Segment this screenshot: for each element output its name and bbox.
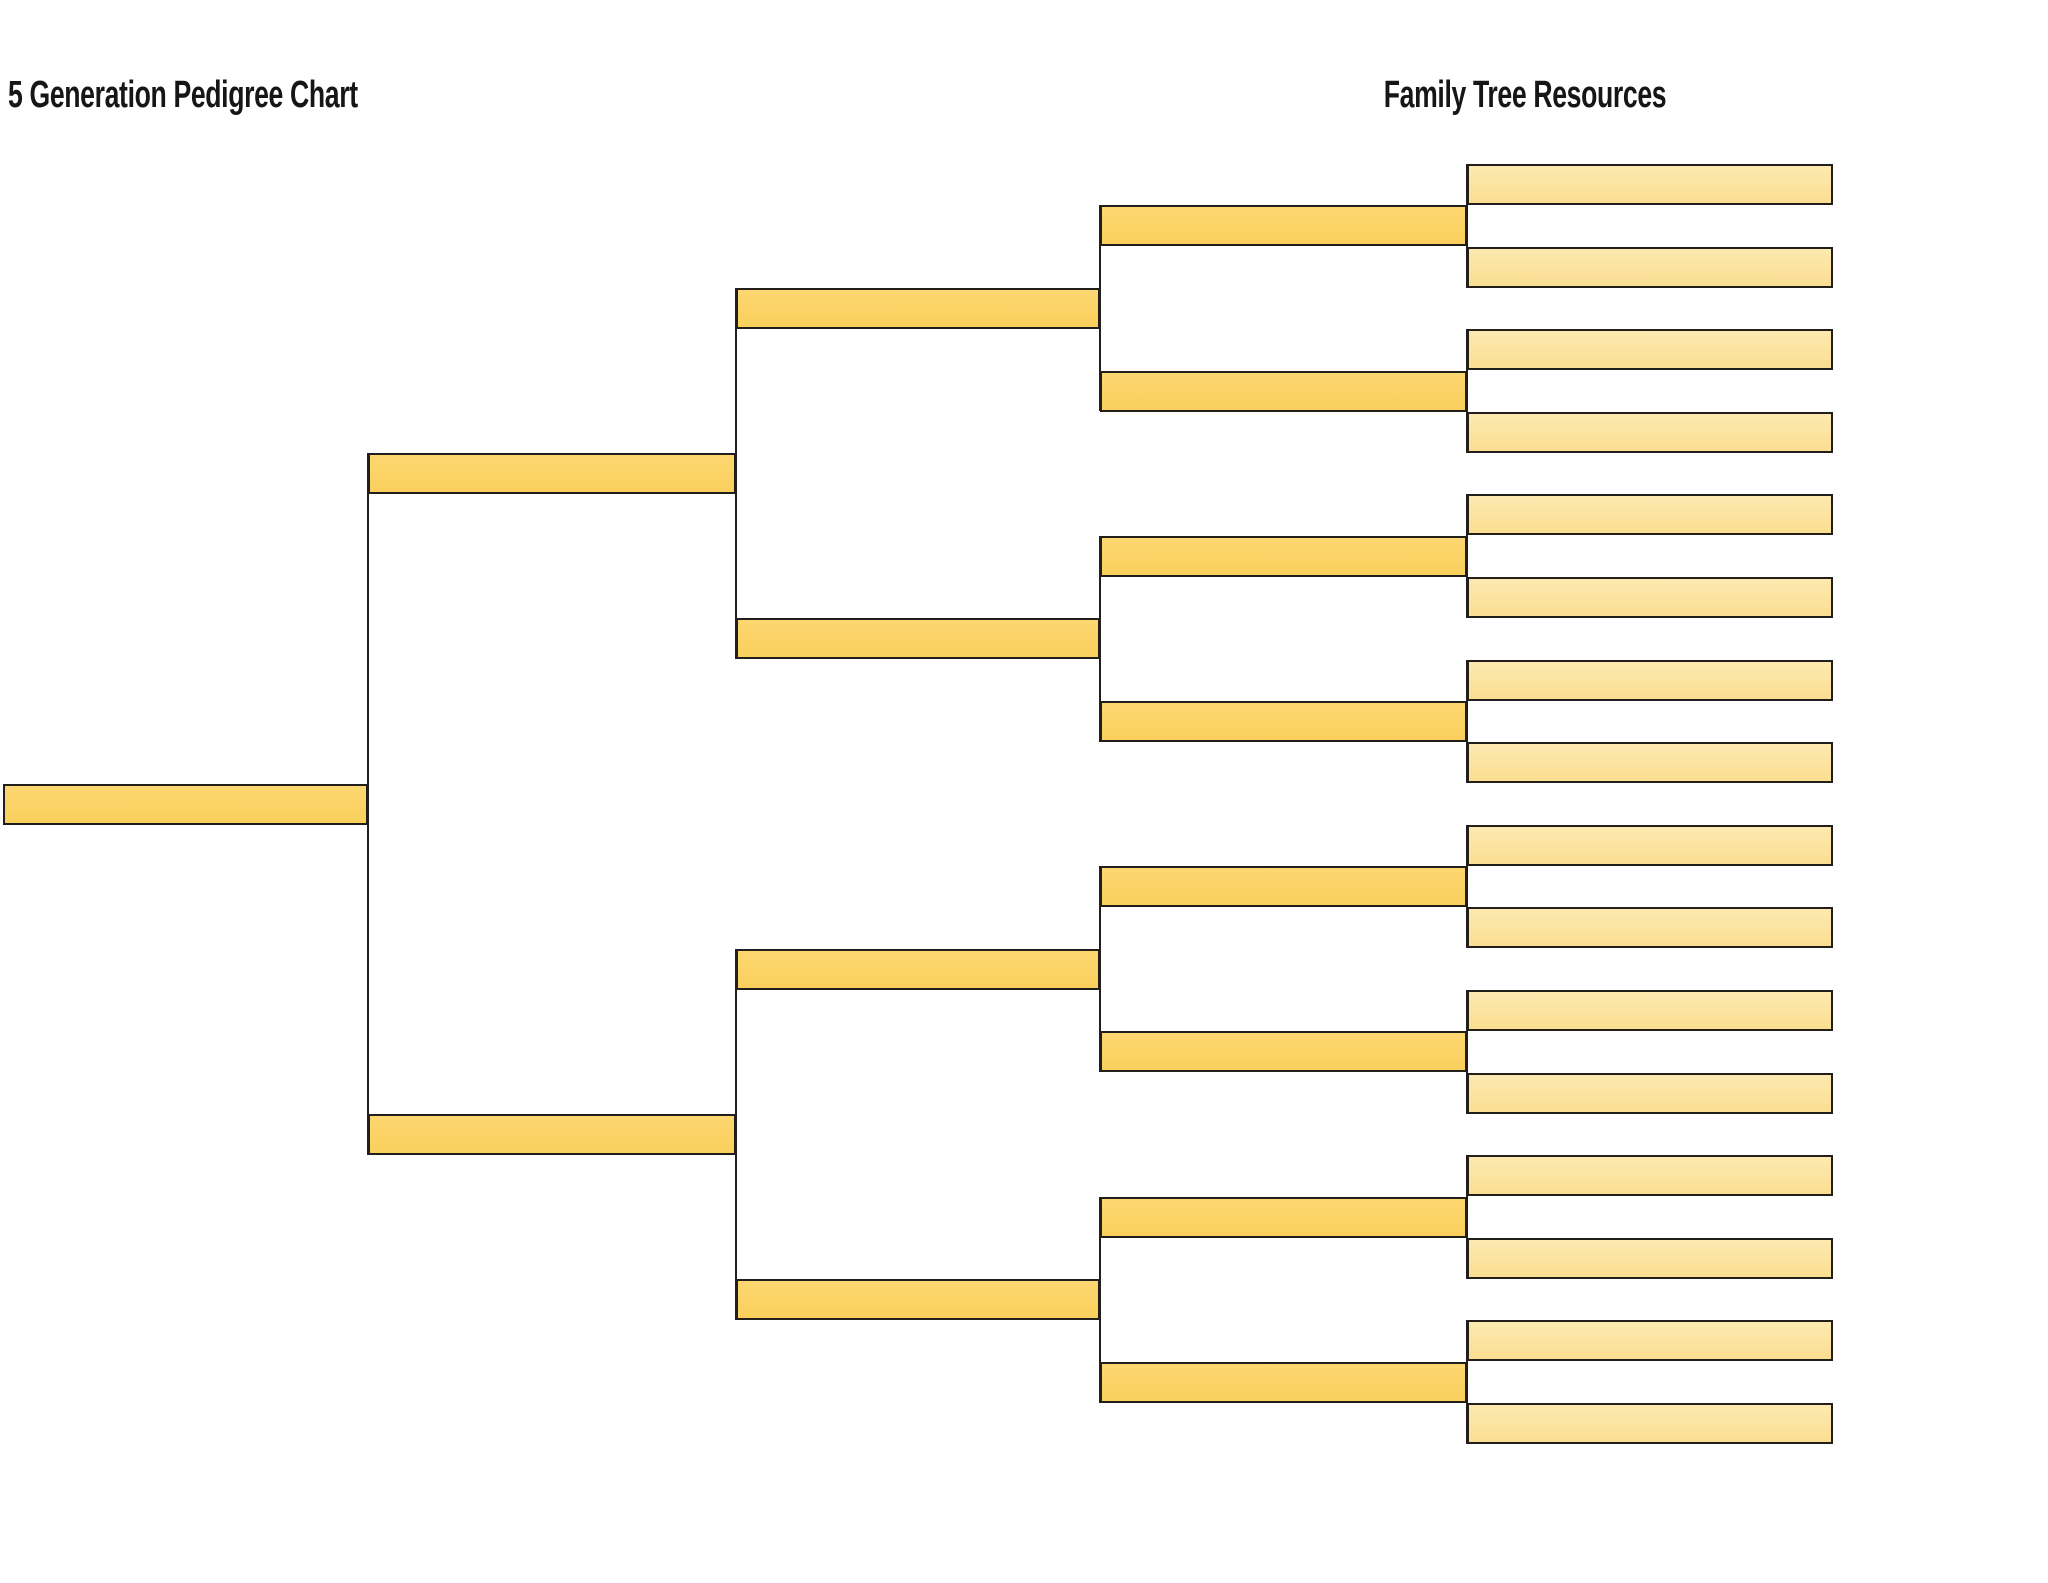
generation-5-bar-3: [1467, 329, 1833, 371]
generation-5-bar-11: [1467, 990, 1833, 1031]
generation-5-connector-4: [1465, 659, 1469, 784]
generation-5-bar-15: [1467, 1320, 1833, 1362]
generation-3-connector-1: [734, 287, 738, 660]
generation-4-bar-1: [1100, 205, 1467, 247]
generation-5-connector-5: [1465, 824, 1469, 949]
generation-5-bar-7: [1467, 659, 1833, 701]
generation-5-connector-7: [1465, 1155, 1469, 1279]
generation-5-bar-12: [1467, 1072, 1833, 1114]
generation-4-connector-4: [1098, 1196, 1102, 1403]
generation-2-bar-2: [368, 1113, 736, 1155]
generation-2-bar-1: [368, 453, 736, 494]
generation-4-bar-4: [1100, 700, 1467, 742]
generation-4-connector-3: [1098, 866, 1102, 1073]
generation-5-connector-6: [1465, 990, 1469, 1114]
resources-title-text: Family Tree Resources: [1383, 74, 1667, 116]
generation-4-connector-2: [1098, 535, 1102, 742]
generation-5-bar-13: [1467, 1155, 1833, 1197]
generation-5-bar-9: [1467, 824, 1833, 866]
generation-5-bar-10: [1467, 907, 1833, 949]
generation-4-bar-7: [1100, 1196, 1467, 1238]
resources-title: Family Tree Resources: [1384, 74, 1929, 120]
generation-4-bar-8: [1100, 1361, 1467, 1403]
generation-5-bar-6: [1467, 577, 1833, 618]
generation-5-bar-1: [1467, 164, 1833, 205]
generation-3-bar-1: [736, 287, 1100, 329]
generation-3-connector-2: [734, 948, 738, 1321]
generation-5-connector-2: [1465, 329, 1469, 453]
generation-4-bar-6: [1100, 1031, 1467, 1073]
generation-3-bar-3: [736, 948, 1100, 990]
generation-5-bar-5: [1467, 494, 1833, 536]
generation-4-connector-1: [1098, 205, 1102, 412]
generation-4-bar-5: [1100, 866, 1467, 908]
generation-5-connector-1: [1465, 164, 1469, 288]
page-title-text: 5 Generation Pedigree Chart: [8, 74, 358, 116]
generation-5-bar-2: [1467, 246, 1833, 288]
generation-5-bar-14: [1467, 1237, 1833, 1279]
generation-4-bar-3: [1100, 535, 1467, 577]
generation-5-connector-3: [1465, 494, 1469, 618]
generation-5-connector-8: [1465, 1320, 1469, 1444]
page-title: 5 Generation Pedigree Chart: [8, 74, 508, 120]
generation-3-bar-4: [736, 1279, 1100, 1321]
generation-5-bar-4: [1467, 411, 1833, 453]
generation-2-connector-1: [366, 453, 370, 1155]
generation-5-bar-8: [1467, 742, 1833, 784]
generation-5-bar-16: [1467, 1403, 1833, 1444]
generation-3-bar-2: [736, 618, 1100, 660]
generation-1-bar-1: [3, 783, 368, 825]
generation-4-bar-2: [1100, 370, 1467, 412]
